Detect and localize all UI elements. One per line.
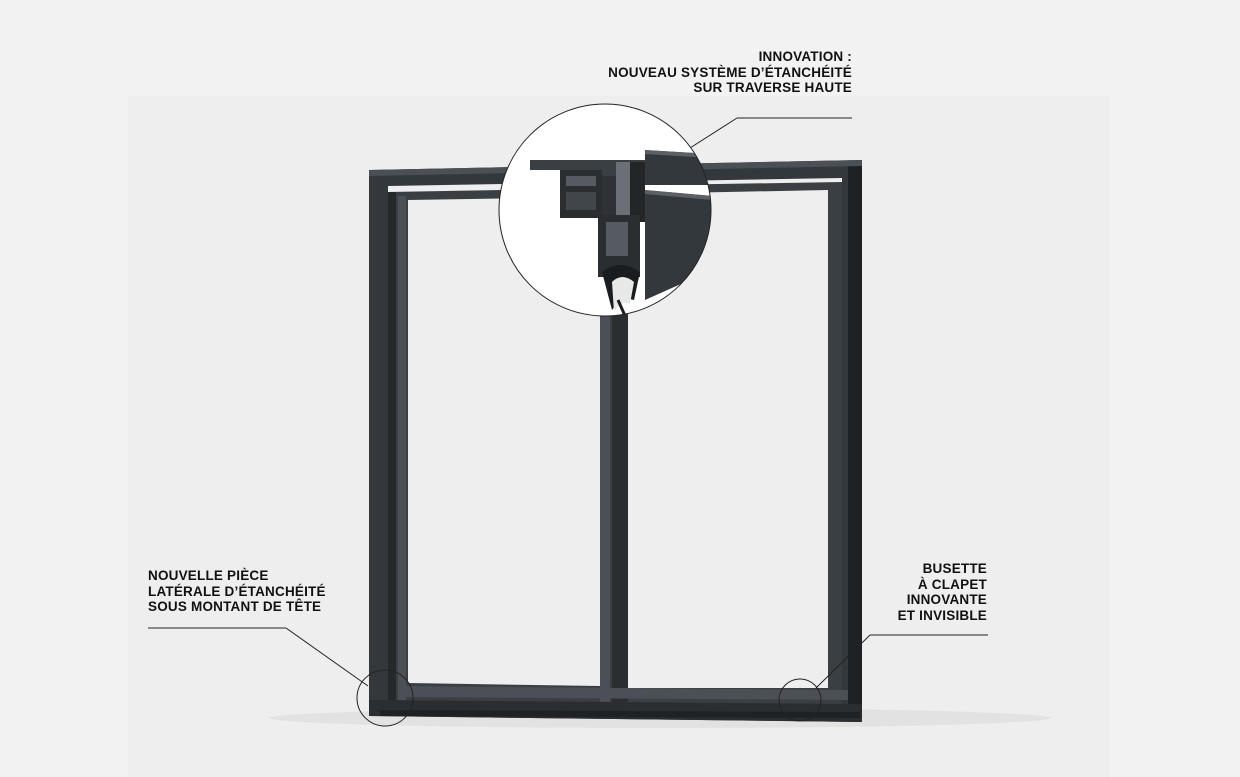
left-callout <box>148 627 414 727</box>
right-callout-line-4: ET INVISIBLE <box>897 607 987 623</box>
left-callout-line-3: SOUS MONTANT DE TÊTE <box>148 599 322 614</box>
left-callout-line-1: NOUVELLE PIÈCE <box>148 568 269 583</box>
right-callout-line-1: BUSETTE <box>922 561 987 576</box>
left-detail-circle <box>356 669 414 727</box>
left-callout-label: NOUVELLE PIÈCE LATÉRALE D’ÉTANCHÉITÉ SOU… <box>148 568 326 615</box>
top-callout <box>689 117 852 149</box>
right-callout-label: BUSETTE À CLAPET INNOVANTE ET INVISIBLE <box>898 561 987 623</box>
top-callout-line-1: INNOVATION : <box>758 49 852 64</box>
right-sash <box>600 182 842 712</box>
right-callout-line-3: INNOVANTE <box>906 592 987 607</box>
top-callout-line-2: NOUVEAU SYSTÈME D’ÉTANCHÉITÉ <box>608 64 852 80</box>
right-detail-circle <box>778 678 822 722</box>
right-callout <box>778 634 988 722</box>
bottom-track <box>369 686 862 722</box>
left-callout-line-2: LATÉRALE D’ÉTANCHÉITÉ <box>148 583 326 599</box>
left-sash <box>388 188 612 712</box>
top-callout-label: INNOVATION : NOUVEAU SYSTÈME D’ÉTANCHÉIT… <box>608 49 852 96</box>
profile-zoom-detail <box>498 103 712 317</box>
top-callout-line-3: SUR TRAVERSE HAUTE <box>693 80 852 95</box>
right-callout-line-2: À CLAPET <box>917 576 987 592</box>
